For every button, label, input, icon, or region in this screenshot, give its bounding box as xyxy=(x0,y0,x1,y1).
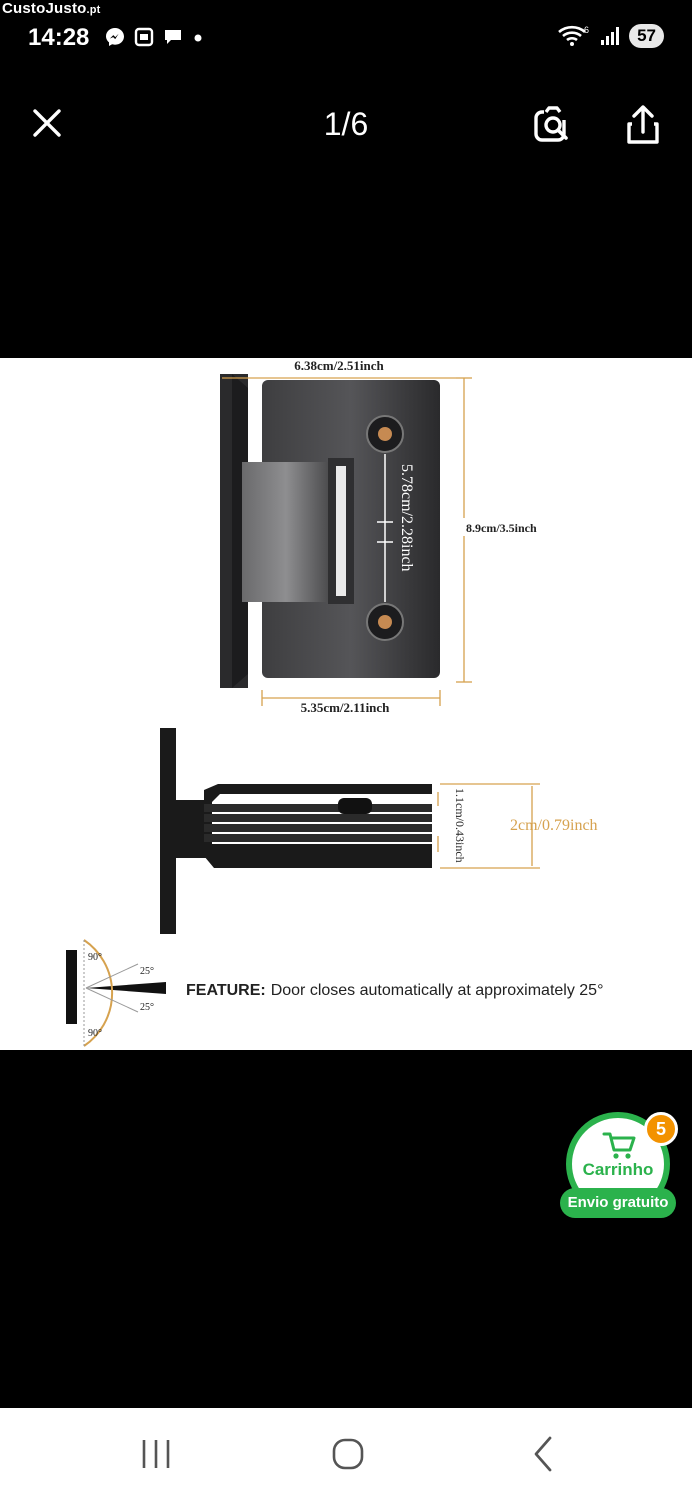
screenshot-icon xyxy=(134,27,154,47)
angle-90-bottom: 90° xyxy=(88,1028,102,1039)
dim-total: 2cm/0.79inch xyxy=(510,817,598,834)
angle-diagram: 90° 25° 25° 90° xyxy=(66,939,166,1047)
feature-text: Door closes automatically at approximate… xyxy=(271,982,604,999)
share-icon[interactable] xyxy=(620,102,666,148)
product-image[interactable]: 6.38cm/2.51inch 8.9cm/3.5inch 5.78cm/2.2… xyxy=(0,358,692,1050)
battery-indicator: 57 xyxy=(629,24,664,48)
dimension-lines xyxy=(222,377,540,869)
cart-icon xyxy=(602,1132,636,1159)
status-time: 14:28 xyxy=(28,24,90,51)
dim-thickness: 1.1cm/0.43inch xyxy=(453,788,467,863)
free-shipping-label: Envio gratuito xyxy=(560,1188,676,1218)
signal-icon xyxy=(601,27,620,45)
dim-hole-spacing: 5.78cm/2.28inch xyxy=(398,464,415,572)
status-bar: 14:28 6 57 xyxy=(0,18,692,58)
dim-bottom-width: 5.35cm/2.11inch xyxy=(301,700,391,715)
cart-count-badge: 5 xyxy=(644,1112,678,1146)
angle-25-bottom: 25° xyxy=(140,1002,154,1013)
dim-right-label-bg xyxy=(458,518,558,536)
notification-icons xyxy=(104,26,205,48)
hinge-front-view xyxy=(220,374,440,688)
home-icon[interactable] xyxy=(318,1432,378,1476)
image-counter: 1/6 xyxy=(323,106,369,142)
visual-search-icon[interactable] xyxy=(530,102,576,148)
hinge-diagram: 6.38cm/2.51inch 8.9cm/3.5inch 5.78cm/2.2… xyxy=(66,358,603,1047)
angle-25-top: 25° xyxy=(140,966,154,977)
watermark-tld: .pt xyxy=(86,4,101,16)
svg-text:6: 6 xyxy=(584,25,589,35)
viewer-toolbar: 1/6 xyxy=(0,90,692,160)
dot-icon xyxy=(194,34,202,42)
recent-apps-icon[interactable] xyxy=(126,1432,186,1476)
close-icon[interactable] xyxy=(30,106,64,140)
cart-button[interactable]: Carrinho Envio gratuito 5 xyxy=(560,1108,678,1220)
hinge-side-view xyxy=(160,728,432,934)
system-status: 6 57 xyxy=(557,24,664,48)
chat-icon xyxy=(165,30,181,44)
system-navigation-bar xyxy=(0,1408,692,1500)
dim-top-width: 6.38cm/2.51inch xyxy=(294,358,384,373)
back-icon[interactable] xyxy=(512,1432,572,1476)
feature-label: FEATURE: xyxy=(186,982,266,999)
dim-right-height: 8.9cm/3.5inch xyxy=(466,521,537,535)
angle-90-top: 90° xyxy=(88,952,102,963)
watermark: CustoJusto.pt xyxy=(2,0,101,17)
watermark-brand: CustoJusto xyxy=(2,0,87,17)
messenger-icon xyxy=(106,28,124,46)
cart-label: Carrinho xyxy=(582,1160,654,1179)
wifi-icon: 6 xyxy=(558,25,589,46)
feature-line: FEATURE: Door closes automatically at app… xyxy=(186,982,603,999)
